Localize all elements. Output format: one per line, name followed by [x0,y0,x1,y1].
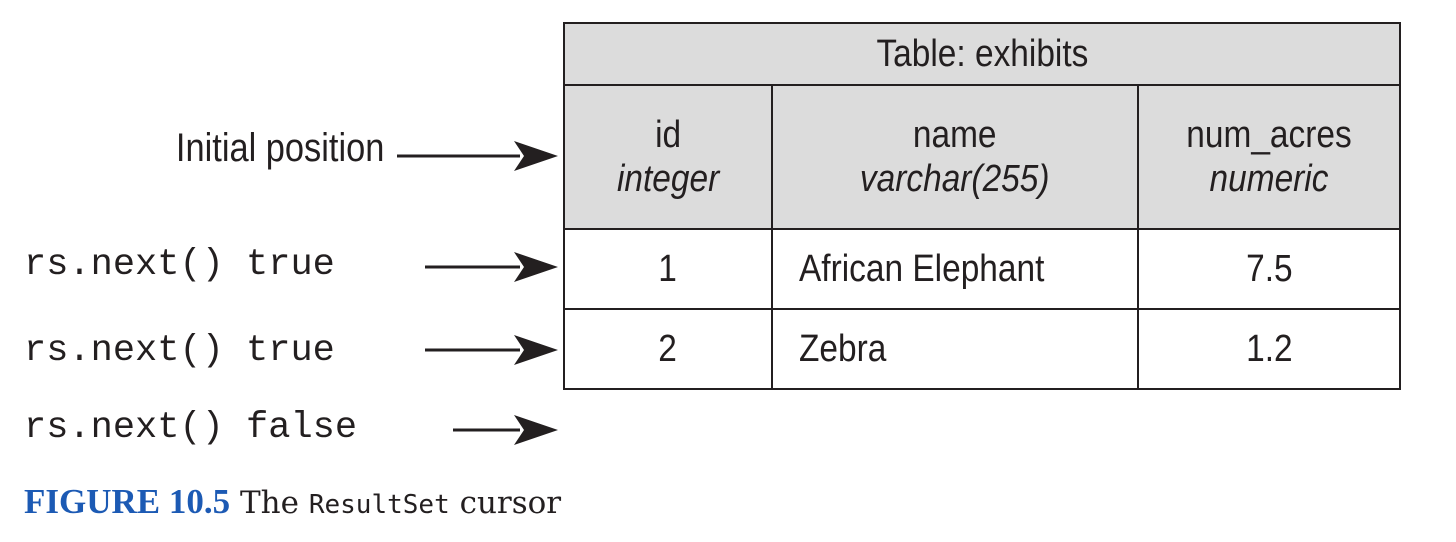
arrow-next-2 [425,335,558,365]
column-header-name: name varchar(255) [771,84,1139,230]
arrow-initial [397,141,558,171]
caption-text-before: The [239,485,299,521]
figure-caption: FIGURE 10.5 The ResultSet cursor [24,482,561,522]
column-header-num-acres: num_acres numeric [1137,84,1401,230]
cell-num-acres: 1.2 [1137,308,1401,390]
figure-number: FIGURE 10.5 [24,482,231,521]
rs-next-true-label-2: rs.next() true [24,330,335,372]
cell-num-acres: 7.5 [1137,228,1401,310]
caption-code: ResultSet [308,490,450,520]
caption-text-after: cursor [459,485,562,521]
exhibits-table: Table: exhibits id integer name varchar(… [563,22,1401,390]
cell-id: 1 [563,228,773,310]
cell-name: African Elephant [771,228,1139,310]
initial-position-label: Initial position [175,126,384,170]
table-row: 1 African Elephant 7.5 [563,228,1401,310]
arrow-next-1 [425,252,558,282]
column-header-id: id integer [563,84,773,230]
arrow-next-3 [453,415,558,445]
rs-next-false-label: rs.next() false [24,407,358,449]
table-title: Table: exhibits [563,22,1401,86]
cell-name: Zebra [771,308,1139,390]
rs-next-true-label-1: rs.next() true [24,244,335,286]
cell-id: 2 [563,308,773,390]
table-row: 2 Zebra 1.2 [563,308,1401,390]
